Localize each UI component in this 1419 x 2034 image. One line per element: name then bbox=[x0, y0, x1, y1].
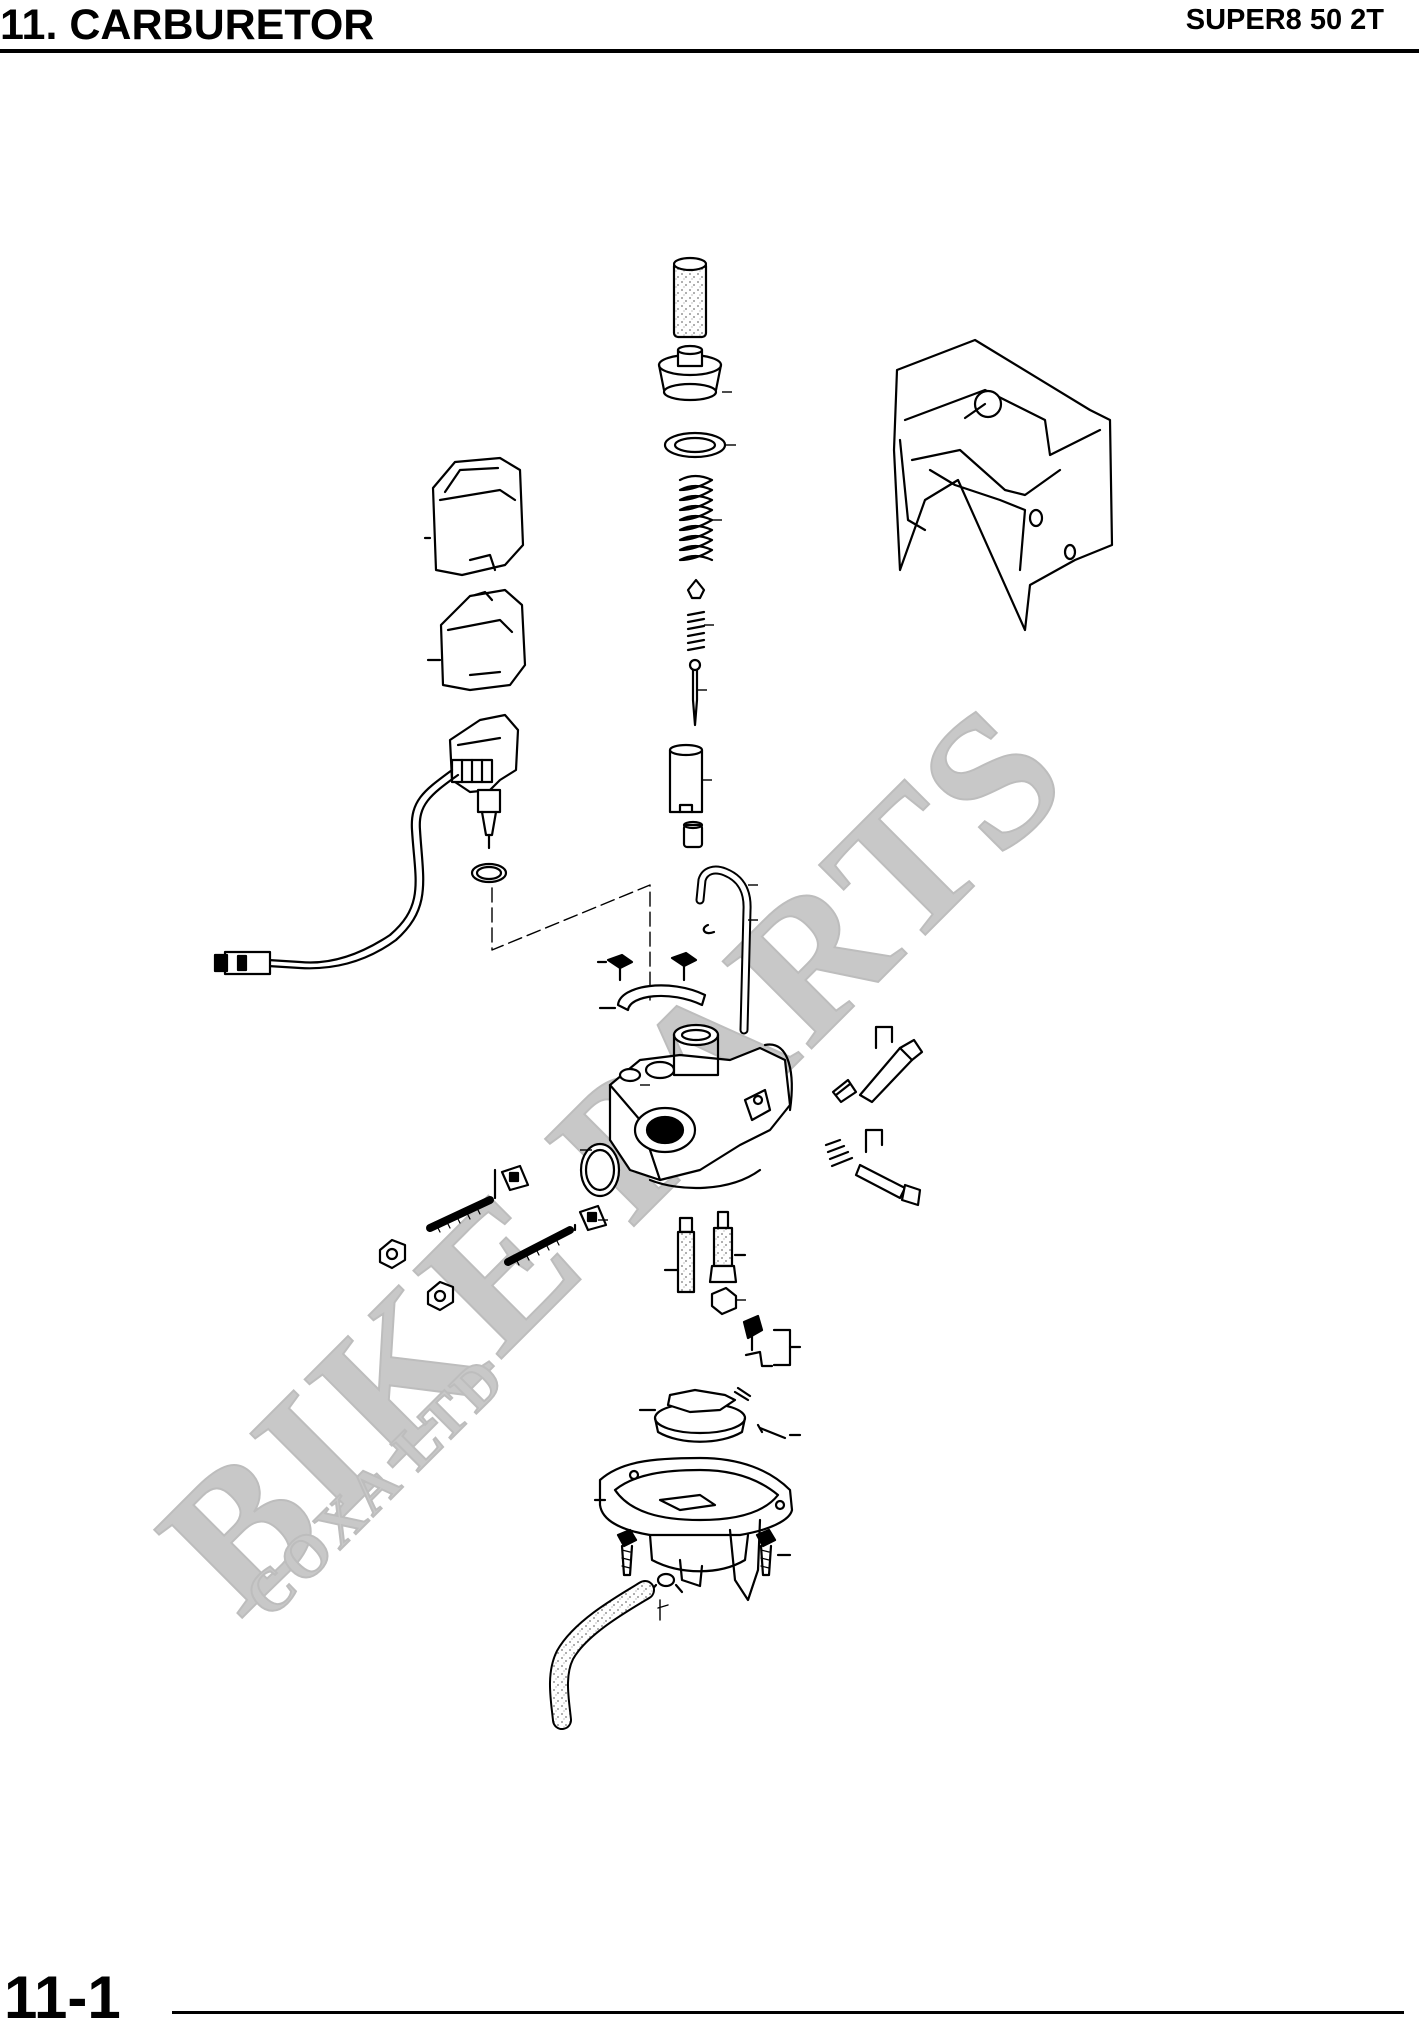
vent-hose-icon bbox=[695, 865, 752, 1035]
choke-cap-icon bbox=[423, 456, 525, 577]
bowl-screw-icon-2 bbox=[755, 1528, 792, 1577]
float-bowl-icon bbox=[593, 1456, 794, 1602]
header-divider bbox=[0, 49, 1419, 53]
leader-lines bbox=[580, 391, 758, 1301]
screw-icon bbox=[596, 953, 634, 982]
fuel-hose-icon bbox=[548, 1580, 669, 1730]
throttle-slide-icon bbox=[668, 743, 704, 814]
stud-bolt-icon bbox=[426, 1168, 497, 1233]
small-spring-icon bbox=[686, 610, 706, 652]
throttle-spring-icon bbox=[678, 474, 714, 562]
intake-gasket-icon bbox=[579, 1142, 621, 1198]
needle-clip-icon bbox=[686, 578, 706, 600]
float-pin-icon bbox=[756, 1423, 802, 1440]
stud-bolt-icon-2 bbox=[504, 1223, 577, 1266]
clamp-icon bbox=[598, 984, 707, 1012]
float-valve-icon bbox=[742, 1314, 802, 1368]
slide-guide-icon bbox=[682, 820, 704, 849]
washer-icon-2 bbox=[578, 1204, 608, 1232]
jet-holder-icon bbox=[710, 1286, 738, 1316]
bowl-screw-icon bbox=[616, 1528, 638, 1577]
nut-icon bbox=[378, 1238, 407, 1270]
nut-icon-2 bbox=[426, 1280, 455, 1312]
washer-icon bbox=[500, 1164, 530, 1192]
air-filter-box-icon bbox=[892, 338, 1114, 632]
main-jet-icon bbox=[663, 1216, 696, 1294]
model-name: SUPER8 50 2T bbox=[1185, 4, 1384, 36]
float-icon bbox=[638, 1386, 752, 1443]
cable-adjuster-icon bbox=[672, 256, 708, 339]
gasket-ring-icon bbox=[663, 431, 727, 459]
carburetor-body-icon bbox=[608, 1023, 793, 1190]
choke-cover-icon bbox=[426, 588, 527, 692]
footer-divider bbox=[172, 2011, 1404, 2014]
jet-needle-icon bbox=[688, 658, 702, 727]
auto-choke-icon bbox=[213, 713, 520, 976]
page-title: 11. CARBURETOR bbox=[0, 1, 375, 49]
assembly-line bbox=[491, 884, 651, 1001]
needle-jet-icon bbox=[708, 1210, 747, 1284]
top-cap-icon bbox=[657, 344, 723, 402]
page-number: 11-1 bbox=[4, 1964, 121, 2031]
screw-icon-2 bbox=[670, 951, 698, 982]
idle-screw-icon bbox=[831, 1025, 924, 1104]
mixture-screw-icon bbox=[824, 1128, 922, 1207]
